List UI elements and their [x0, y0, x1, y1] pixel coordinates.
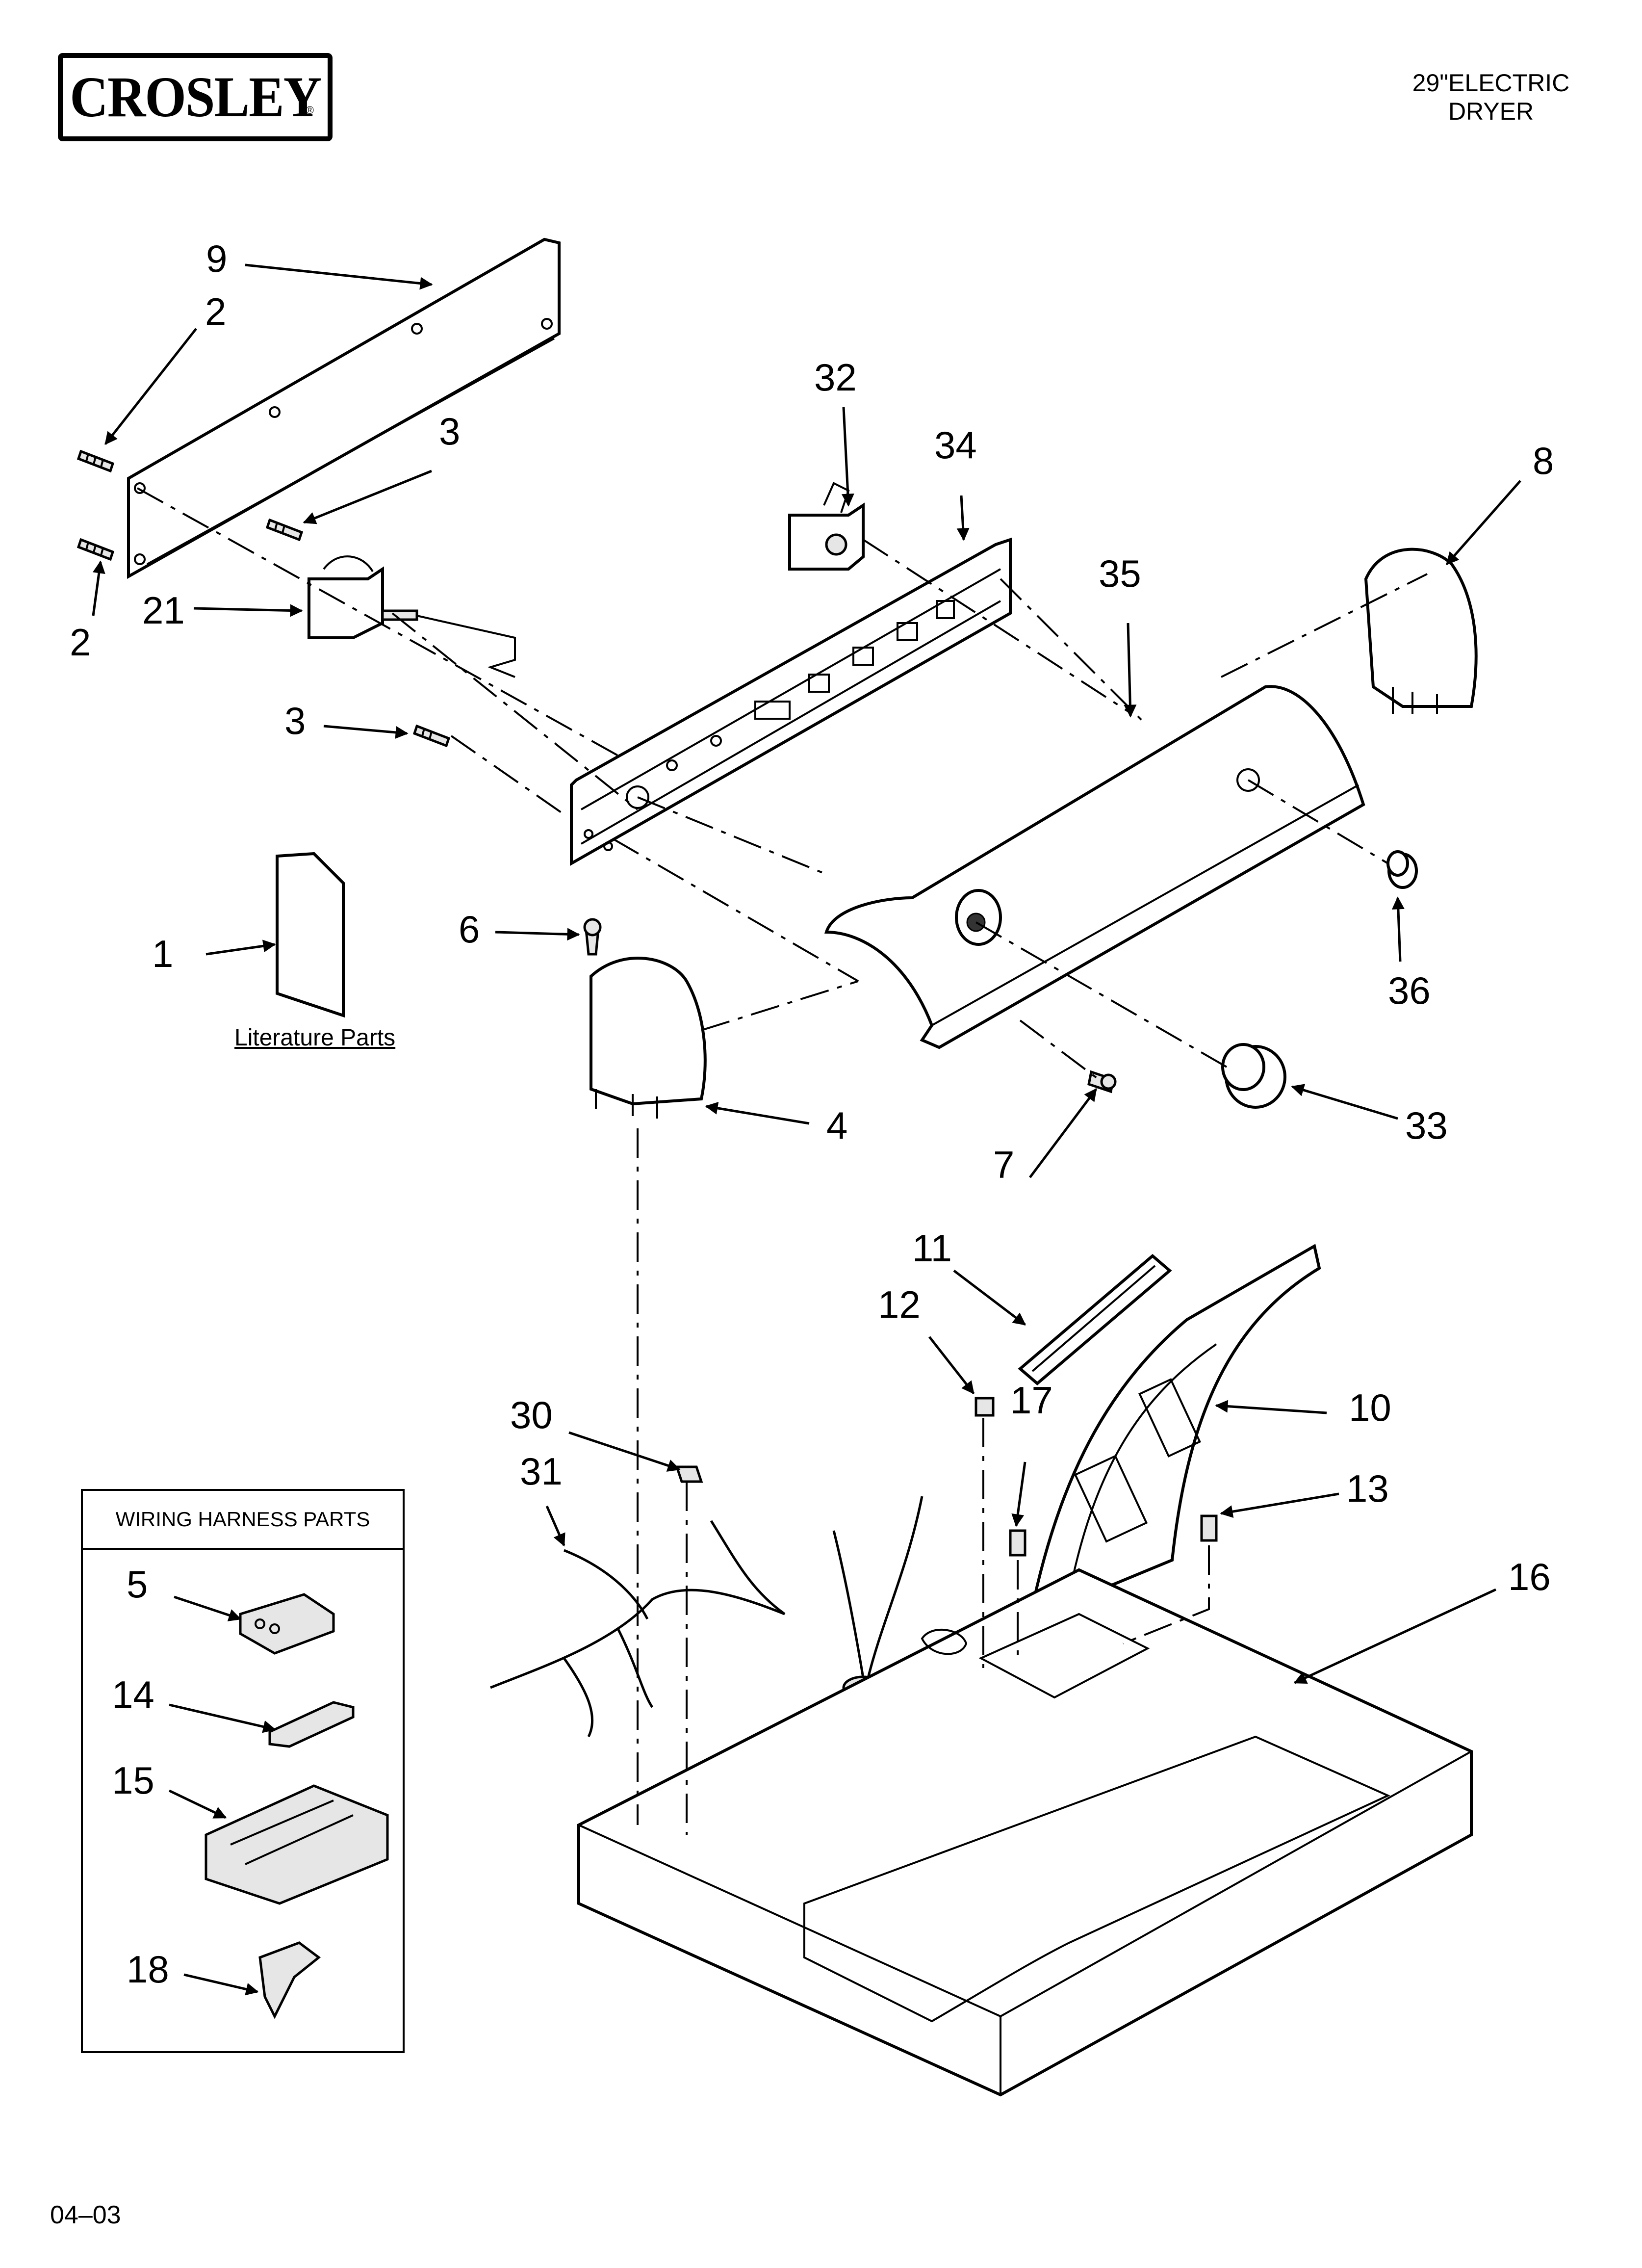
callout-2-bottom: 2 — [70, 621, 91, 664]
callout-31: 31 — [520, 1450, 563, 1493]
callout-35: 35 — [1099, 552, 1141, 595]
callout-13: 13 — [1346, 1467, 1389, 1510]
part-34-control-bracket — [570, 537, 1012, 866]
callout-11: 11 — [912, 1226, 952, 1270]
callout-3-upper: 3 — [439, 410, 461, 453]
callout-36: 36 — [1388, 969, 1431, 1012]
part-1-literature — [276, 852, 345, 1018]
footer-code: 04–03 — [50, 2201, 121, 2229]
callout-34: 34 — [934, 423, 977, 467]
callout-6: 6 — [459, 908, 480, 951]
callout-14: 14 — [112, 1673, 154, 1716]
callout-1: 1 — [152, 932, 174, 975]
part-5-connector — [239, 1593, 335, 1655]
registered-mark: ® — [306, 104, 314, 116]
part-4-left-end-cap — [590, 957, 707, 1119]
part-3-screw-upper — [265, 518, 304, 542]
part-7-screw — [1087, 1070, 1117, 1094]
part-17-clip — [1009, 1529, 1026, 1557]
callout-8: 8 — [1533, 439, 1554, 482]
brand-logo: CROSLEY ® — [58, 53, 333, 141]
part-2-screw-bottom — [77, 538, 115, 561]
callout-12: 12 — [878, 1283, 921, 1326]
model-title-line2: DRYER — [1448, 98, 1534, 125]
part-32-switch — [788, 482, 865, 571]
callout-15: 15 — [112, 1759, 154, 1802]
alignment-lines — [137, 487, 1428, 1835]
part-33-timer-knob — [1221, 1043, 1286, 1109]
callout-30: 30 — [510, 1393, 553, 1436]
part-11-lint-cover — [1018, 1254, 1172, 1385]
callout-32: 32 — [814, 356, 857, 399]
callout-7: 7 — [993, 1143, 1015, 1186]
callout-21: 21 — [142, 589, 185, 632]
part-18-clip — [258, 1941, 321, 2019]
callout-4: 4 — [826, 1104, 848, 1147]
model-title: 29"ELECTRIC DRYER — [1363, 69, 1618, 126]
part-8-right-end-cap — [1364, 547, 1478, 714]
callout-2-top: 2 — [205, 290, 227, 333]
part-12-clip — [975, 1397, 995, 1417]
part-3-screw-lower — [412, 724, 451, 748]
part-9-rear-panel — [127, 237, 561, 579]
part-2-screw-top — [77, 449, 115, 473]
callout-33: 33 — [1405, 1104, 1448, 1147]
part-30-clip — [675, 1465, 703, 1483]
part-6-screw — [583, 918, 602, 956]
part-14-terminal — [268, 1701, 355, 1748]
callout-18: 18 — [127, 1948, 169, 1991]
part-35-control-panel — [824, 685, 1365, 1049]
callout-5: 5 — [127, 1563, 148, 1606]
part-36-knob — [1386, 850, 1418, 889]
callout-16: 16 — [1508, 1555, 1551, 1598]
wiring-harness-parts-box: WIRING HARNESS PARTS — [81, 1489, 405, 2053]
part-16-top — [577, 1568, 1473, 2097]
model-title-line1: 29"ELECTRIC — [1412, 69, 1570, 97]
leader-arrows — [92, 263, 1521, 1996]
callout-9: 9 — [206, 237, 228, 280]
callout-3-lower: 3 — [284, 699, 306, 742]
part-10-lint-screen — [1027, 1244, 1321, 1621]
brand-name: CROSLEY — [70, 65, 322, 129]
literature-parts-label: Literature Parts — [234, 1025, 396, 1051]
part-21-timer — [308, 555, 516, 678]
callout-10: 10 — [1349, 1386, 1391, 1429]
part-13-screw — [1200, 1514, 1218, 1542]
wiring-harness-title: WIRING HARNESS PARTS — [83, 1491, 403, 1550]
callout-17: 17 — [1010, 1379, 1053, 1422]
part-15-connector-block — [205, 1784, 389, 1905]
